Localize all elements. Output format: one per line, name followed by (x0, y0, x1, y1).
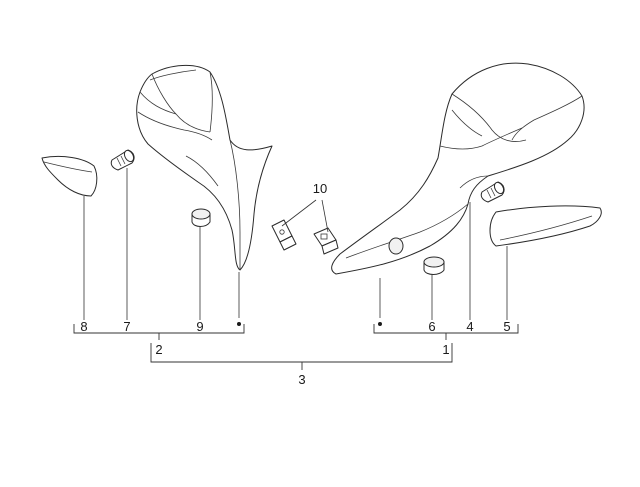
right-indicator-lens (489, 205, 602, 247)
callout-2: 2 (155, 342, 162, 357)
callout-9: 9 (196, 319, 203, 334)
left-ref-dot (237, 322, 241, 326)
leader-lines (83, 168, 508, 320)
callout-1: 1 (442, 342, 449, 357)
clip-nut-b (313, 227, 339, 255)
clip-nut-a (271, 219, 297, 251)
bracket-group-1 (373, 324, 519, 340)
left-grommet (191, 208, 211, 227)
callout-6: 6 (428, 319, 435, 334)
right-ref-dot (378, 322, 382, 326)
left-bulb (110, 149, 135, 171)
callout-3: 3 (298, 372, 305, 387)
bracket-assembly-3 (150, 343, 453, 370)
callout-8: 8 (80, 319, 87, 334)
callout-7: 7 (123, 319, 130, 334)
left-indicator-lens (41, 155, 98, 197)
callout-4: 4 (466, 319, 473, 334)
callout-10: 10 (313, 181, 327, 196)
right-mirror (331, 62, 585, 275)
left-mirror (136, 65, 273, 271)
bracket-group-2 (73, 324, 245, 340)
callout-5: 5 (503, 319, 510, 334)
right-bulb (480, 181, 505, 203)
right-grommet (423, 256, 445, 275)
